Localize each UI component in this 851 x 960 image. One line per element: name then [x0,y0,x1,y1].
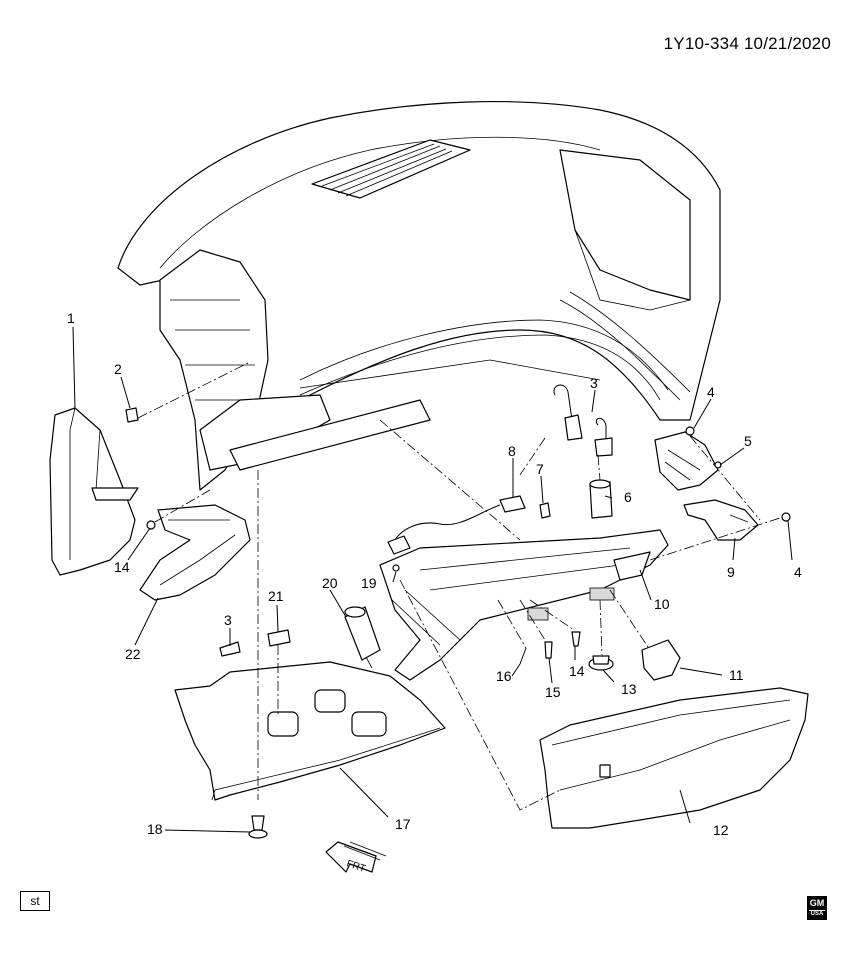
part-4-bolt-right [781,512,791,522]
callout-14-left: 14 [114,559,130,575]
callout-12: 12 [713,822,729,838]
part-17-lower-panel [174,661,446,801]
callout-2: 2 [114,361,122,377]
part-15-screw [544,641,553,659]
part-22-bracket [139,504,251,601]
part-6-cylinder [589,479,613,519]
part-3-left-clip [219,641,241,657]
callout-4-top: 4 [707,384,715,400]
part-5-latch [654,431,722,491]
callout-8: 8 [508,443,516,459]
callout-13: 13 [621,681,637,697]
callout-22: 22 [125,646,141,662]
callout-19: 19 [361,575,377,591]
callout-5: 5 [744,433,752,449]
callout-3-left: 3 [224,612,232,628]
callout-18: 18 [147,821,163,837]
part-20-damper [344,606,381,669]
part-14-screw-center [571,631,581,647]
front-arrow-icon: FRT [325,841,387,875]
callout-labels: 1 2 3 3 4 4 5 6 7 8 9 10 11 12 13 14 14 … [67,310,802,838]
part-14-screw-left [146,520,156,530]
part-2-clip [125,407,139,423]
leader-lines [72,326,793,833]
callout-14-center: 14 [569,663,585,679]
callout-20: 20 [322,575,338,591]
guide-lines [137,361,781,811]
callout-16: 16 [496,668,512,684]
callout-7: 7 [536,461,544,477]
part-18-push-pin [248,815,268,839]
gm-logo-text: GM [809,898,825,908]
part-3-top-wires [553,384,613,457]
callout-4-right: 4 [794,564,802,580]
part-10-glovebox-frame [379,529,669,681]
st-indicator-box: st [20,891,50,911]
part-12-glovebox-door [539,687,809,829]
callout-9: 9 [727,564,735,580]
callout-10: 10 [654,596,670,612]
callout-15: 15 [545,684,561,700]
part-13-grommet [588,655,614,671]
part-9-bracket [683,499,759,541]
gm-logo: GM USA [807,896,827,920]
part-21-latch [267,629,291,647]
diagram-reference-code: 1Y10-334 10/21/2020 [663,34,831,53]
part-16-pin [519,647,527,665]
part-19-screw [392,564,400,572]
callout-17: 17 [395,816,411,832]
callout-21: 21 [268,588,284,604]
part-4-bolt-top [685,426,695,436]
instrument-panel [117,100,721,491]
callout-6: 6 [624,489,632,505]
callout-3-top: 3 [590,375,598,391]
part-11-switch [641,639,681,681]
callout-1: 1 [67,310,75,326]
callout-11: 11 [729,667,744,683]
part-1-side-cover [49,407,139,576]
part-8-harness [387,495,526,555]
gm-logo-sub: USA [809,910,825,917]
part-7-clip [539,502,551,519]
